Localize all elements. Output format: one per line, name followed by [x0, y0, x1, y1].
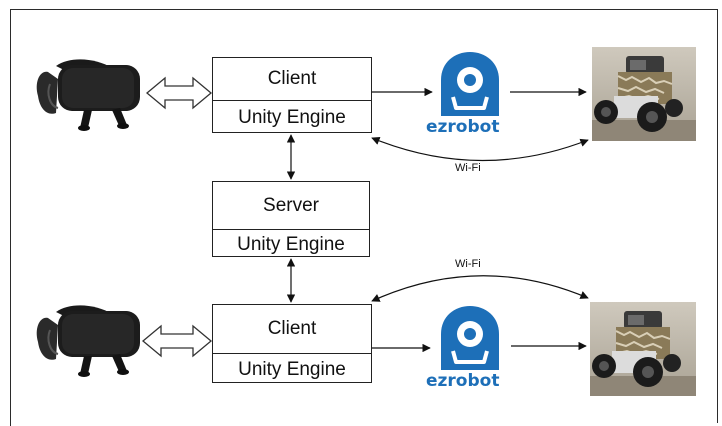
client-box-top: Client Unity Engine [212, 57, 372, 133]
client-box-bottom: Client Unity Engine [212, 304, 372, 383]
ezrobot-wordmark-bottom: ezrobot [426, 371, 500, 391]
server-box: Server Unity Engine [212, 181, 370, 257]
wifi-label-top: Wi-Fi [455, 162, 481, 174]
wifi-label-bottom: Wi-Fi [455, 258, 481, 270]
ezrobot-logo-icon [441, 306, 499, 370]
frame-border-left [10, 9, 11, 426]
wifi-link-bottom [371, 275, 589, 302]
client-title-top: Client [267, 68, 317, 89]
robot-photo [592, 47, 696, 141]
unity-engine-label-top: Unity Engine [213, 100, 371, 135]
frame-border-right [717, 9, 718, 423]
vr-headset-icon [36, 59, 140, 131]
server-title: Server [263, 194, 319, 216]
unity-engine-label-server: Unity Engine [213, 229, 369, 259]
ezrobot-logo-icon [441, 52, 499, 116]
vr-headset-icon [36, 305, 140, 377]
client-title-bottom: Client [267, 318, 317, 339]
ezrobot-wordmark-top: ezrobot [426, 117, 500, 137]
wifi-link-top [371, 136, 589, 162]
frame-border-top [10, 9, 718, 10]
double-arrow-icon [141, 324, 213, 358]
double-arrow-icon [145, 76, 213, 110]
robot-photo [590, 302, 696, 396]
unity-engine-label-bottom: Unity Engine [213, 353, 371, 385]
